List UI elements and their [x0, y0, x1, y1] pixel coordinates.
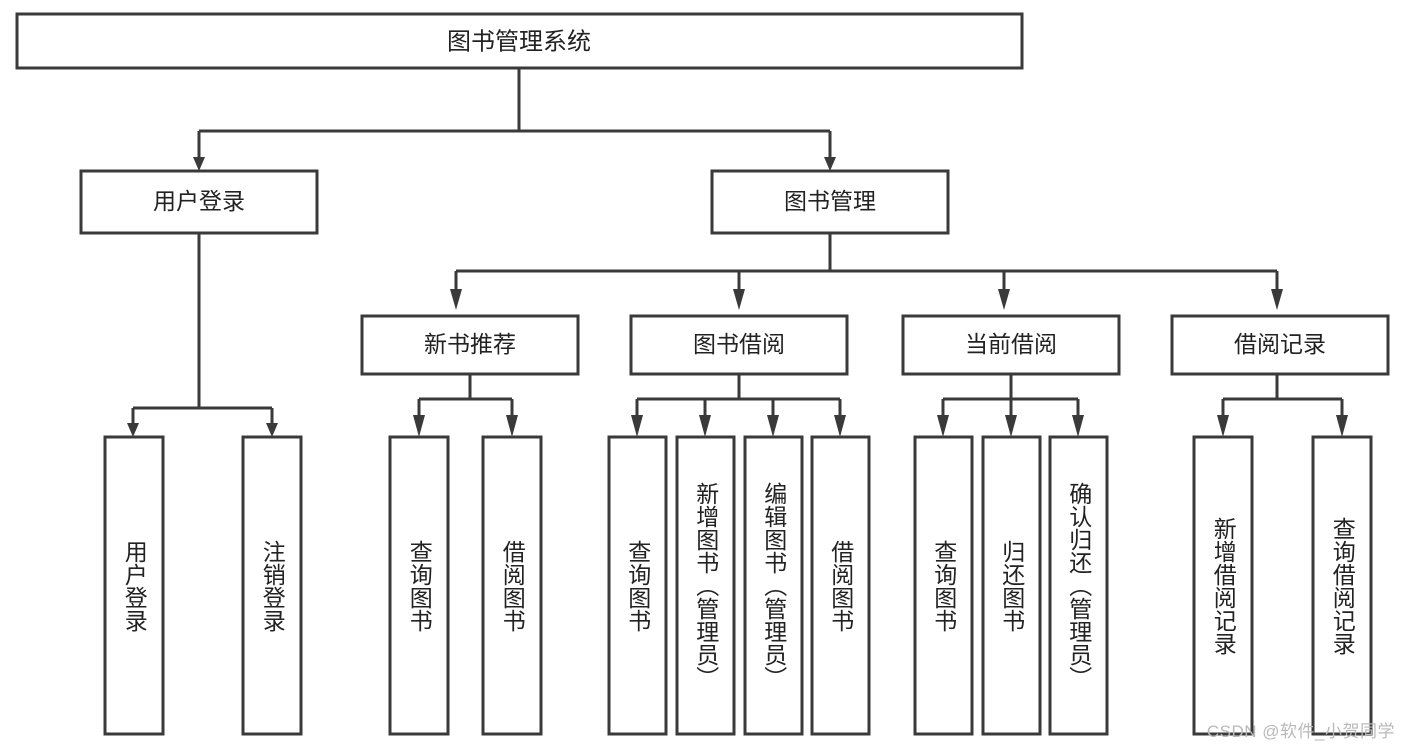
arrowhead-query-record: [1336, 415, 1348, 437]
arrowhead-add-record: [1217, 415, 1229, 437]
connector-layer: [127, 68, 1348, 437]
leaf-confirm-return-box[interactable]: [1048, 435, 1109, 736]
arrowhead-add-book: [699, 415, 711, 437]
node-new-book-recommend-label: 新书推荐: [424, 331, 516, 357]
arrowhead-book-manage: [824, 157, 836, 171]
arrowhead-edit-book: [767, 415, 779, 437]
leaf-query-book-2-box[interactable]: [607, 435, 668, 736]
leaf-edit-book-box[interactable]: [743, 435, 804, 736]
leaf-query-record-box[interactable]: [1311, 435, 1373, 736]
arrowhead-leaf-user-login: [127, 423, 139, 437]
node-book-manage-box[interactable]: [710, 169, 950, 235]
csdn-watermark: CSDN @软件_小贺同学: [1206, 722, 1395, 741]
node-borrow-record-label: 借阅记录: [1234, 331, 1326, 357]
arrowhead-borrow-book-1: [506, 415, 518, 437]
node-current-borrow-label: 当前借阅: [965, 331, 1057, 357]
leaf-add-book-box[interactable]: [675, 435, 736, 736]
arrowhead-book-borrow: [733, 289, 745, 310]
arrowhead-borrow-record: [1271, 289, 1283, 310]
arrowhead-query-book-3: [937, 415, 949, 437]
arrowhead-leaf-logout: [266, 423, 278, 437]
leaf-borrow-book-1-box[interactable]: [481, 435, 543, 736]
node-new-book-recommend-box[interactable]: [360, 314, 580, 376]
arrowhead-current-borrow: [998, 289, 1010, 310]
arrowhead-query-book-1: [413, 415, 425, 437]
node-user-login-label: 用户登录: [153, 188, 245, 214]
leaf-logout-box[interactable]: [241, 435, 303, 736]
node-book-manage-label: 图书管理: [784, 188, 876, 214]
arrowhead-user-login: [193, 157, 205, 171]
leaf-user-login-box[interactable]: [103, 435, 165, 736]
arrowhead-confirm-return: [1072, 415, 1084, 437]
arrowhead-new-book-recommend: [450, 289, 462, 310]
arrowhead-return-book: [1005, 415, 1017, 437]
node-current-borrow-box[interactable]: [901, 314, 1121, 376]
node-layer: 图书管理系统 用户登录 图书管理 新书推荐 图书借阅 当前借阅 借阅记录: [15, 12, 1390, 736]
leaf-query-book-1-box[interactable]: [388, 435, 450, 736]
arrowhead-query-book-2: [631, 415, 643, 437]
leaf-return-book-box[interactable]: [981, 435, 1042, 736]
leaf-borrow-book-2-box[interactable]: [810, 435, 871, 736]
node-book-borrow-label: 图书借阅: [693, 331, 785, 357]
leaf-query-book-3-box[interactable]: [913, 435, 974, 736]
node-user-login-box[interactable]: [79, 169, 319, 235]
node-root-label: 图书管理系统: [447, 28, 591, 55]
node-book-borrow-box[interactable]: [629, 314, 849, 376]
node-borrow-record-box[interactable]: [1170, 314, 1390, 376]
leaf-add-record-box[interactable]: [1192, 435, 1254, 736]
node-root-box[interactable]: [15, 12, 1024, 70]
arrowhead-borrow-book-2: [834, 415, 846, 437]
